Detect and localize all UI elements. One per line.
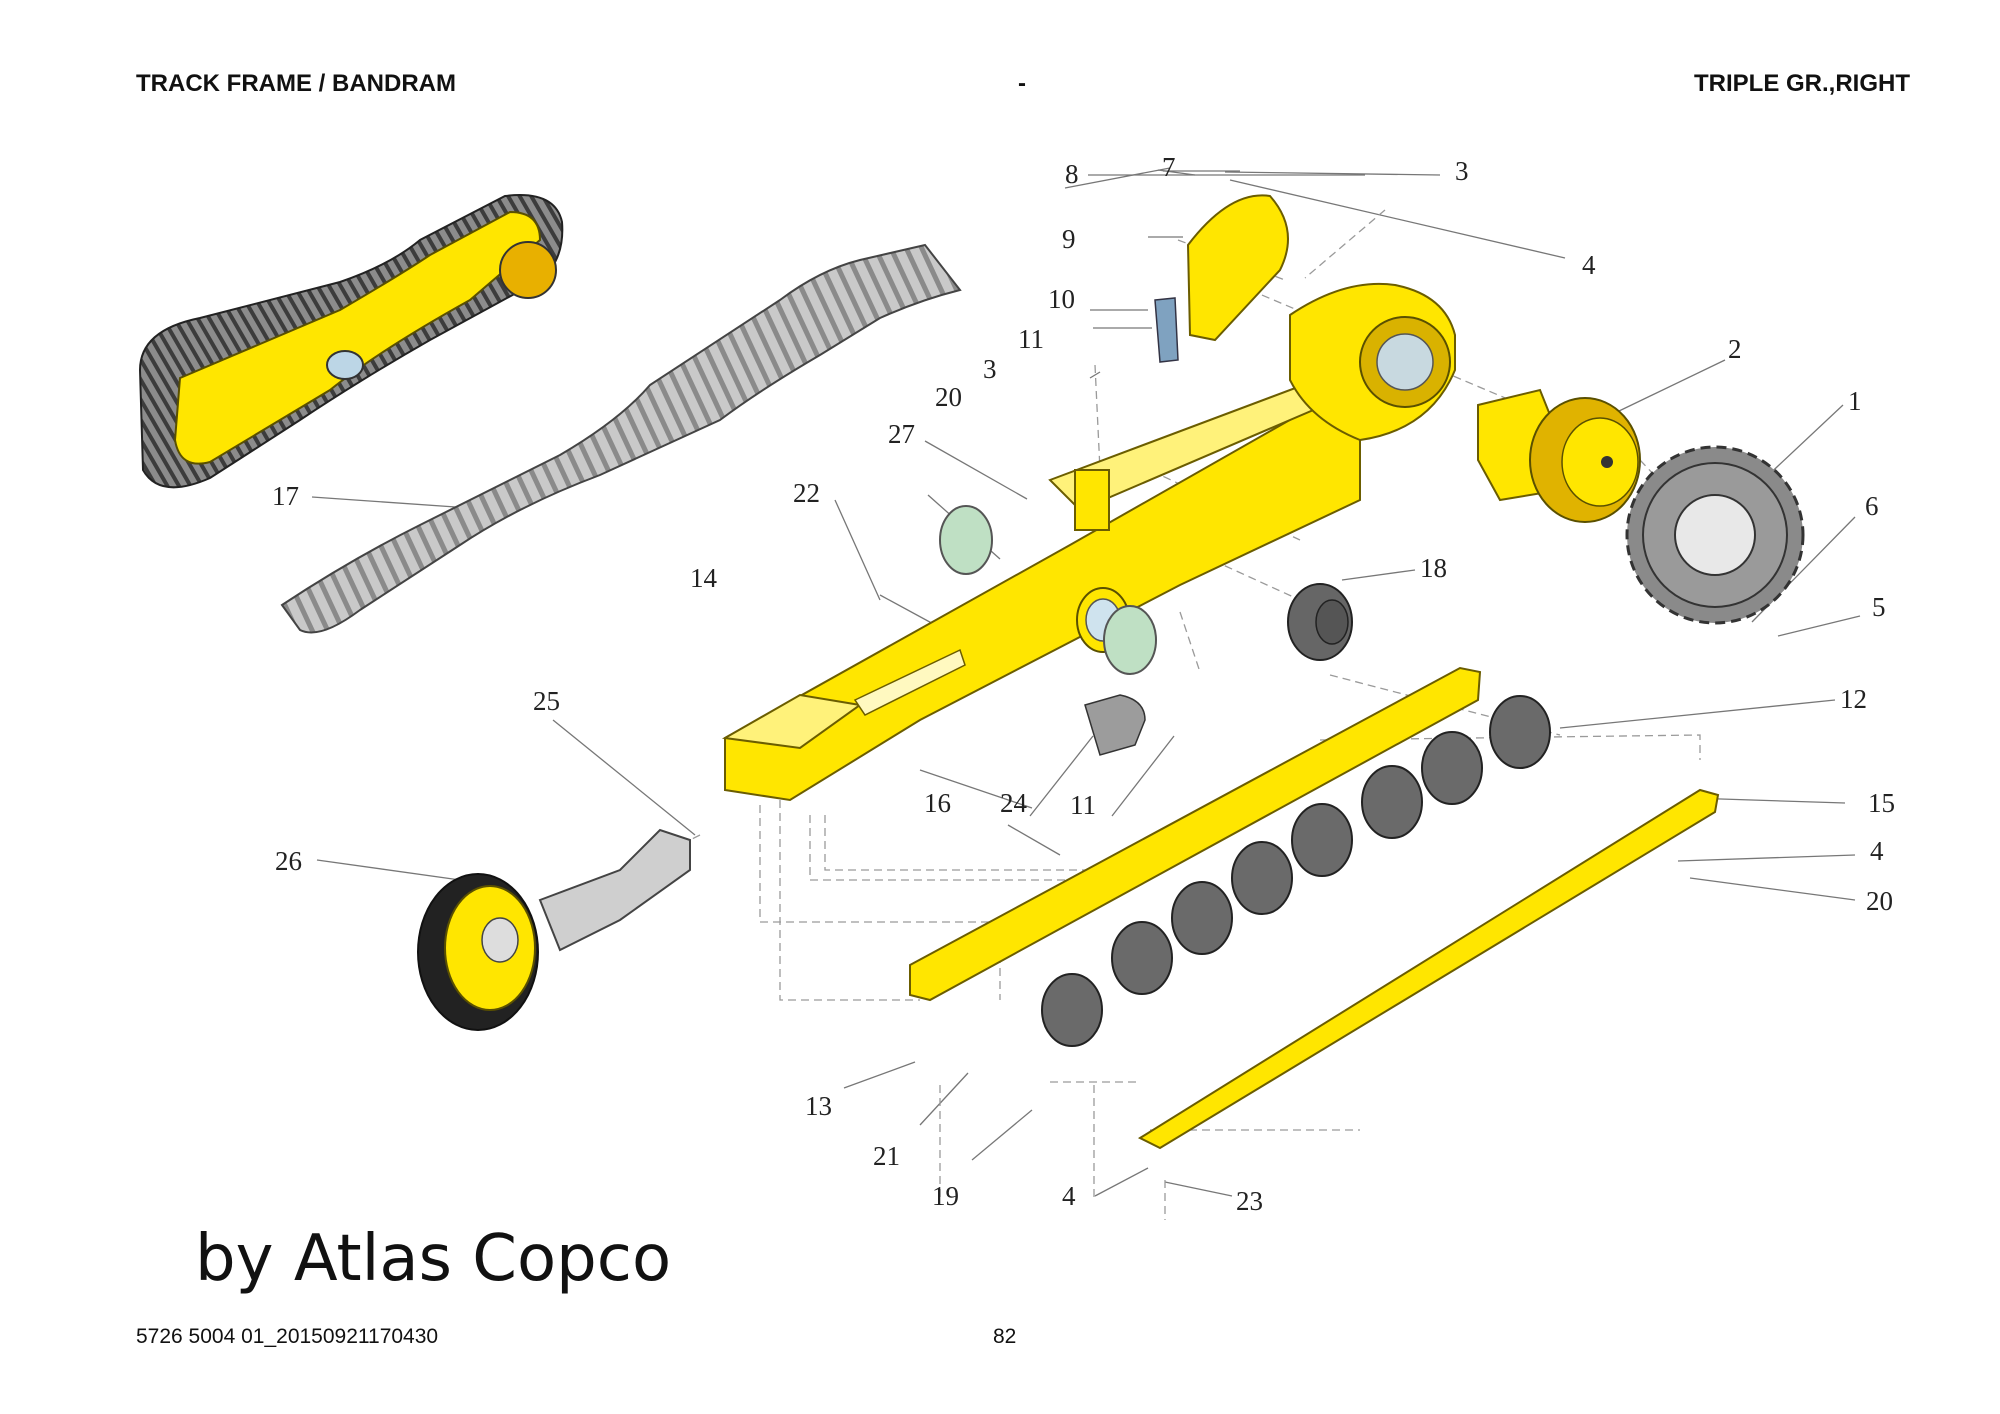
callout-23: 23 [1236,1186,1263,1216]
callout-labels: 1 2 3 3 4 4 4 5 6 7 8 9 10 11 11 12 13 1… [272,152,1895,1216]
callout-3-mid: 3 [983,354,997,384]
plate-24 [1084,694,1146,756]
callout-2: 2 [1728,334,1742,364]
leader-lines [311,167,1861,1197]
callout-21: 21 [873,1141,900,1171]
header-separator: - [1018,70,1026,97]
callout-25: 25 [533,686,560,716]
callout-8: 8 [1065,159,1079,189]
roller-guard-lower [1137,788,1720,1150]
track-frame-main [721,282,1456,802]
roller-guard-upper [909,666,1482,1002]
sprocket [1625,445,1805,625]
callout-27: 27 [888,419,915,449]
callout-5: 5 [1872,592,1886,622]
bushing-14b [1103,605,1157,675]
callout-17: 17 [272,481,299,511]
callout-4-bottom: 4 [1062,1181,1076,1211]
cover-plate [1154,194,1289,363]
callout-11-mid: 11 [1070,790,1096,820]
callout-9: 9 [1062,224,1076,254]
track-assembly [138,194,564,489]
callout-11-top: 11 [1018,324,1044,354]
document-id: 5726 5004 01_20150921170430 [136,1325,439,1348]
header-title-left: TRACK FRAME / BANDRAM [136,70,456,97]
callout-26: 26 [275,846,302,876]
callout-3-top: 3 [1455,156,1469,186]
callout-13: 13 [805,1091,832,1121]
track-rollers [1041,695,1551,1047]
callout-10: 10 [1048,284,1075,314]
callout-19: 19 [932,1181,959,1211]
callout-15: 15 [1868,788,1895,818]
callout-20-right: 20 [1866,886,1893,916]
travel-motor [1477,388,1641,523]
callout-16: 16 [924,788,951,818]
watermark-text: by Atlas Copco [195,1222,672,1296]
callout-1: 1 [1848,386,1862,416]
bushing-22 [939,505,993,575]
callout-14: 14 [690,563,718,593]
callout-4-top: 4 [1582,250,1596,280]
callout-22: 22 [793,478,820,508]
carrier-roller [1287,583,1353,661]
callout-7: 7 [1162,152,1176,182]
callout-18: 18 [1420,553,1447,583]
callout-4-right: 4 [1870,836,1884,866]
idler-wheel [417,828,691,1031]
callout-20-top: 20 [935,382,962,412]
callout-12: 12 [1840,684,1867,714]
header-title-right: TRIPLE GR.,RIGHT [1694,70,1910,97]
callout-24: 24 [1000,788,1028,818]
track-chain [280,243,962,634]
callout-6: 6 [1865,491,1879,521]
page-number: 82 [993,1325,1017,1348]
